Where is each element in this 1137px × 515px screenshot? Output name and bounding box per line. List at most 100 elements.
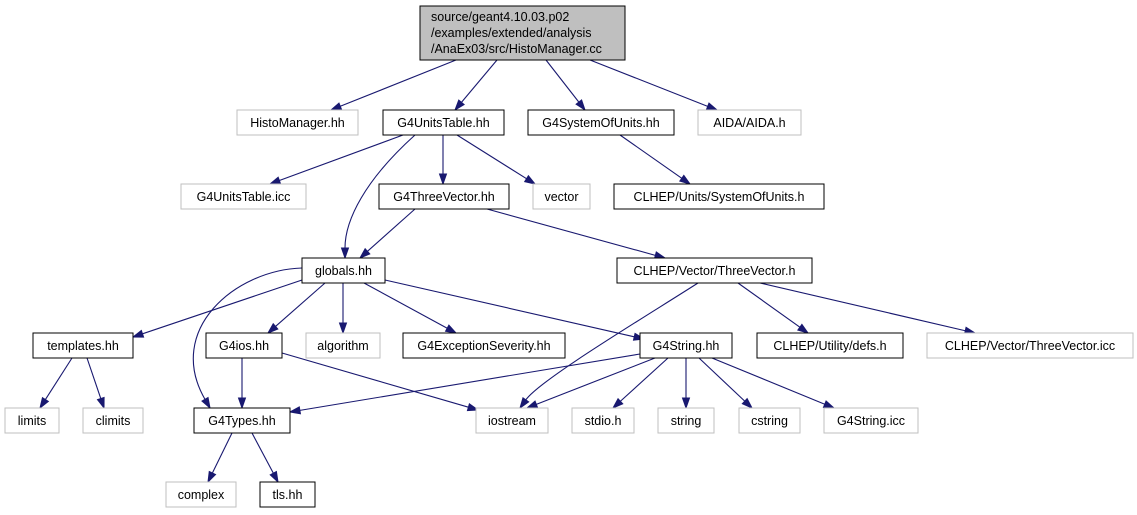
svg-text:G4ThreeVector.hh: G4ThreeVector.hh: [393, 190, 495, 204]
edge-g4types-complex: [207, 432, 233, 484]
edge-units-globals-line: [344, 134, 416, 249]
svg-text:algorithm: algorithm: [317, 339, 368, 353]
edge-clhepvector-icc: [759, 282, 977, 335]
edge-units-icc-line: [279, 134, 404, 182]
edge-g4string-stdio-line: [620, 357, 669, 402]
svg-text:vector: vector: [544, 190, 578, 204]
node-clhep-vector-threevector-icc: CLHEP/Vector/ThreeVector.icc: [926, 332, 1134, 359]
edge-templates-limits-line: [44, 357, 73, 400]
svg-text:stdio.h: stdio.h: [585, 414, 622, 428]
edge-g4string-stdio: [611, 357, 669, 410]
svg-text:G4UnitsTable.hh: G4UnitsTable.hh: [397, 116, 489, 130]
edge-units-threevector-arrowhead: [438, 173, 448, 186]
edge-globals-templates-arrowhead: [131, 329, 145, 338]
edge-sysunits-clhepunits-arrowhead: [678, 174, 692, 185]
edge-templates-climits: [86, 357, 105, 410]
include-edges: [39, 59, 977, 484]
edge-clhepvector-iostream-line: [525, 282, 699, 401]
root-file-line-2: /examples/extended/analysis: [431, 26, 592, 40]
node-g4threevector-hh[interactable]: G4ThreeVector.hh: [378, 183, 510, 210]
edge-units-vector-line: [456, 134, 527, 180]
edge-g4string-cstring-arrowhead: [741, 397, 754, 410]
node-clhep-units-systemofunits-h[interactable]: CLHEP/Units/SystemOfUnits.h: [613, 183, 825, 210]
node-g4unitstable-hh[interactable]: G4UnitsTable.hh: [382, 109, 505, 136]
edge-root-aida-line: [589, 59, 708, 107]
edge-threevector-globals-arrowhead: [358, 247, 371, 260]
edge-g4string-cstring: [698, 357, 754, 410]
edge-globals-g4types-line: [192, 267, 303, 400]
edge-g4string-icc: [711, 357, 836, 409]
edge-g4string-string-arrowhead: [681, 397, 691, 410]
node-string: string: [657, 407, 715, 434]
edge-globals-exceptionseverity-arrowhead: [444, 324, 458, 334]
root-file-line-1: source/geant4.10.03.p02: [431, 10, 569, 24]
svg-text:cstring: cstring: [751, 414, 788, 428]
edge-g4ios-iostream-line: [281, 352, 469, 408]
edge-g4types-complex-line: [211, 432, 233, 474]
edge-root-histomanager: [329, 59, 457, 111]
edge-g4string-iostream-line: [536, 357, 656, 405]
node-g4systemofunits-hh[interactable]: G4SystemOfUnits.hh: [527, 109, 675, 136]
edge-g4types-tls-arrowhead: [269, 470, 279, 484]
edge-globals-g4types: [192, 267, 303, 410]
edge-globals-exceptionseverity: [363, 282, 458, 334]
node-aida-h: AIDA/AIDA.h: [697, 109, 802, 136]
node-globals-hh[interactable]: globals.hh: [301, 257, 386, 284]
node-stdio-h: stdio.h: [571, 407, 635, 434]
node-vector: vector: [532, 183, 591, 210]
edge-globals-g4string-line: [384, 279, 635, 338]
edge-g4string-icc-arrowhead: [822, 400, 836, 409]
node-g4ios-hh[interactable]: G4ios.hh: [205, 332, 283, 359]
node-templates-hh[interactable]: templates.hh: [32, 332, 134, 359]
edge-g4ios-g4types-arrowhead: [237, 397, 247, 410]
node-clhep-utility-defs-h[interactable]: CLHEP/Utility/defs.h: [756, 332, 904, 359]
svg-text:G4ios.hh: G4ios.hh: [219, 339, 269, 353]
node-g4exceptionseverity-hh[interactable]: G4ExceptionSeverity.hh: [402, 332, 566, 359]
edge-root-aida: [589, 59, 719, 111]
svg-text:G4String.icc: G4String.icc: [837, 414, 905, 428]
node-complex: complex: [165, 481, 237, 508]
edge-root-g4unitstable: [454, 59, 498, 112]
edge-g4string-cstring-line: [698, 357, 746, 402]
edge-clhepvector-defs-arrowhead: [797, 323, 810, 334]
edge-units-vector: [456, 134, 537, 185]
node-algorithm: algorithm: [305, 332, 381, 359]
svg-text:CLHEP/Utility/defs.h: CLHEP/Utility/defs.h: [773, 339, 886, 353]
svg-text:CLHEP/Vector/ThreeVector.icc: CLHEP/Vector/ThreeVector.icc: [945, 339, 1115, 353]
edge-globals-g4ios-arrowhead: [266, 322, 279, 334]
edge-threevector-clhepvector: [486, 208, 667, 260]
node-limits: limits: [4, 407, 60, 434]
edge-g4string-g4types: [288, 353, 641, 415]
node-climits: climits: [82, 407, 144, 434]
node-g4string-hh[interactable]: G4String.hh: [639, 332, 733, 359]
edge-threevector-globals: [358, 208, 416, 260]
node-iostream: iostream: [475, 407, 549, 434]
include-nodes: source/geant4.10.03.p02 /examples/extend…: [4, 5, 1134, 508]
edge-sysunits-clhepunits-line: [619, 134, 683, 179]
edge-clhepvector-icc-line: [759, 282, 966, 332]
svg-text:AIDA/AIDA.h: AIDA/AIDA.h: [713, 116, 785, 130]
edge-templates-climits-line: [86, 357, 102, 399]
svg-text:CLHEP/Units/SystemOfUnits.h: CLHEP/Units/SystemOfUnits.h: [634, 190, 805, 204]
edge-root-g4systemofunits-arrowhead: [575, 99, 586, 112]
edge-units-globals-arrowhead: [340, 247, 350, 260]
edge-g4types-complex-arrowhead: [207, 470, 217, 484]
edge-globals-g4ios-line: [275, 282, 326, 327]
svg-text:complex: complex: [178, 488, 225, 502]
svg-text:tls.hh: tls.hh: [273, 488, 303, 502]
edge-threevector-globals-line: [367, 208, 416, 252]
edge-globals-templates: [131, 278, 306, 338]
edge-templates-climits-arrowhead: [96, 396, 105, 410]
svg-text:climits: climits: [96, 414, 131, 428]
svg-text:templates.hh: templates.hh: [47, 339, 119, 353]
edge-units-icc-arrowhead: [268, 176, 282, 185]
node-clhep-vector-threevector-h[interactable]: CLHEP/Vector/ThreeVector.h: [616, 257, 813, 284]
node-tls-hh[interactable]: tls.hh: [259, 481, 316, 508]
edge-globals-algorithm: [338, 283, 348, 335]
node-g4string-icc: G4String.icc: [823, 407, 919, 434]
node-g4types-hh[interactable]: G4Types.hh: [193, 407, 291, 434]
edge-g4string-string: [681, 358, 691, 410]
edge-g4string-g4types-line: [299, 353, 641, 411]
svg-text:G4UnitsTable.icc: G4UnitsTable.icc: [197, 190, 291, 204]
